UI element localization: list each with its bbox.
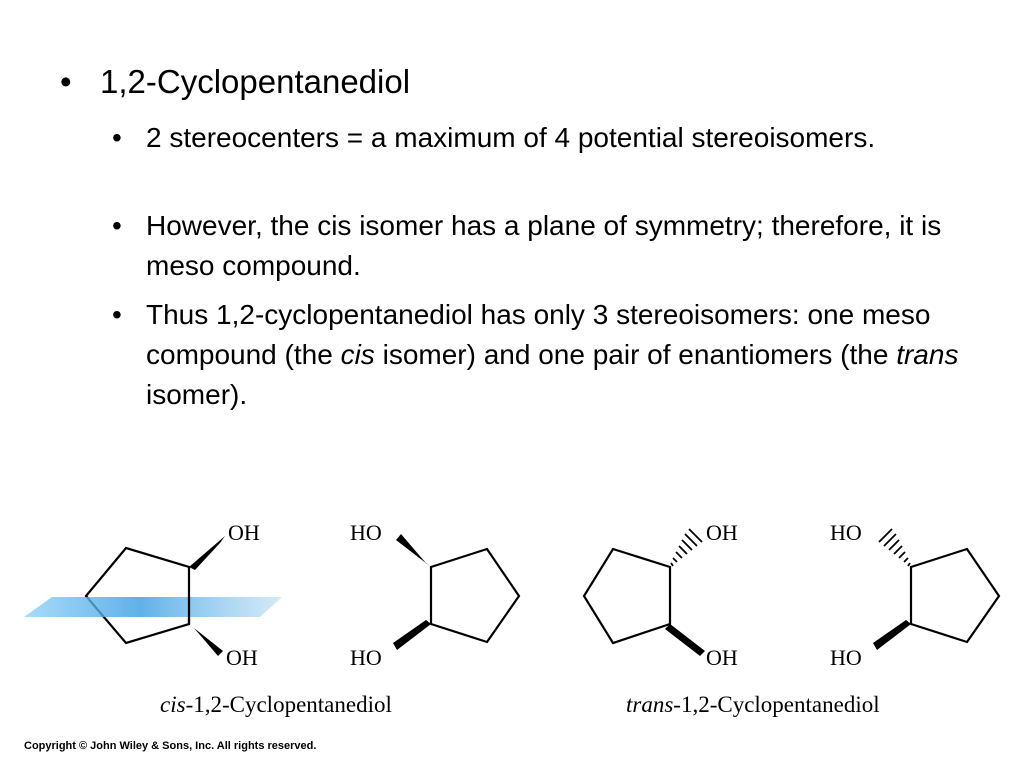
bullet-dot: • xyxy=(112,299,122,330)
sub-bullet-1-text: 2 stereocenters = a maximum of 4 potenti… xyxy=(146,122,876,153)
hashed-bond xyxy=(670,528,703,567)
sub3-part2: isomer) and one pair of enantiomers (the xyxy=(374,339,897,370)
wedge-bond xyxy=(189,536,225,570)
sub3-italic-cis: cis xyxy=(340,339,375,370)
wedge-bond xyxy=(189,624,223,656)
trans-molecule-right xyxy=(873,528,1001,650)
trans-molecule-left xyxy=(582,528,705,656)
sub-bullet-1: • 2 stereocenters = a maximum of 4 poten… xyxy=(112,118,962,158)
sub-bullet-2: • However, the cis isomer has a plane of… xyxy=(112,206,962,286)
wedge-bond xyxy=(393,620,431,650)
trans-caption: trans-1,2-Cyclopentanediol xyxy=(626,692,880,717)
cis-caption: cis-1,2-Cyclopentanediol xyxy=(160,692,392,717)
cyclopentane-ring xyxy=(582,547,672,645)
sub-bullet-3-text: Thus 1,2-cyclopentanediol has only 3 ste… xyxy=(146,295,962,415)
cyclopentane-ring xyxy=(909,547,1001,644)
bullet-dot: • xyxy=(112,210,122,241)
cis-molecule-right xyxy=(393,534,521,650)
oh-label: OH xyxy=(706,520,738,545)
oh-label: OH xyxy=(226,645,258,670)
oh-label: OH xyxy=(228,520,260,545)
wedge-bond xyxy=(396,534,431,567)
wedge-bond xyxy=(873,620,911,650)
bullet-dot: • xyxy=(60,63,72,100)
sub-bullet-3: • Thus 1,2-cyclopentanediol has only 3 s… xyxy=(112,295,962,415)
cis-molecule-left xyxy=(84,536,225,656)
symmetry-plane xyxy=(24,597,282,617)
sub-bullet-2-text: However, the cis isomer has a plane of s… xyxy=(146,210,942,281)
copyright-notice: Copyright © John Wiley & Sons, Inc. All … xyxy=(24,740,317,752)
sub3-part1: Thus 1,2-cyclopentanediol has only 3 ste… xyxy=(146,299,931,370)
hashed-bond xyxy=(878,528,911,567)
bullet-main-text: 1,2-Cyclopentanediol xyxy=(100,63,411,100)
cyclopentane-ring xyxy=(429,547,521,644)
oh-label: OH xyxy=(706,645,738,670)
trans-caption-prefix: trans xyxy=(626,692,673,717)
ho-label: HO xyxy=(350,645,382,670)
cis-caption-prefix: cis xyxy=(160,692,186,717)
sub3-italic-trans: trans xyxy=(896,339,959,370)
ho-label: HO xyxy=(830,645,862,670)
wedge-bond xyxy=(665,624,705,656)
trans-caption-suffix: -1,2-Cyclopentanediol xyxy=(673,692,879,717)
cis-caption-suffix: -1,2-Cyclopentanediol xyxy=(186,692,392,717)
sub3-part3: isomer). xyxy=(146,379,248,410)
bullet-dot: • xyxy=(112,122,122,153)
ho-label: HO xyxy=(350,520,382,545)
ho-label: HO xyxy=(830,520,862,545)
cyclopentane-ring xyxy=(84,546,191,645)
